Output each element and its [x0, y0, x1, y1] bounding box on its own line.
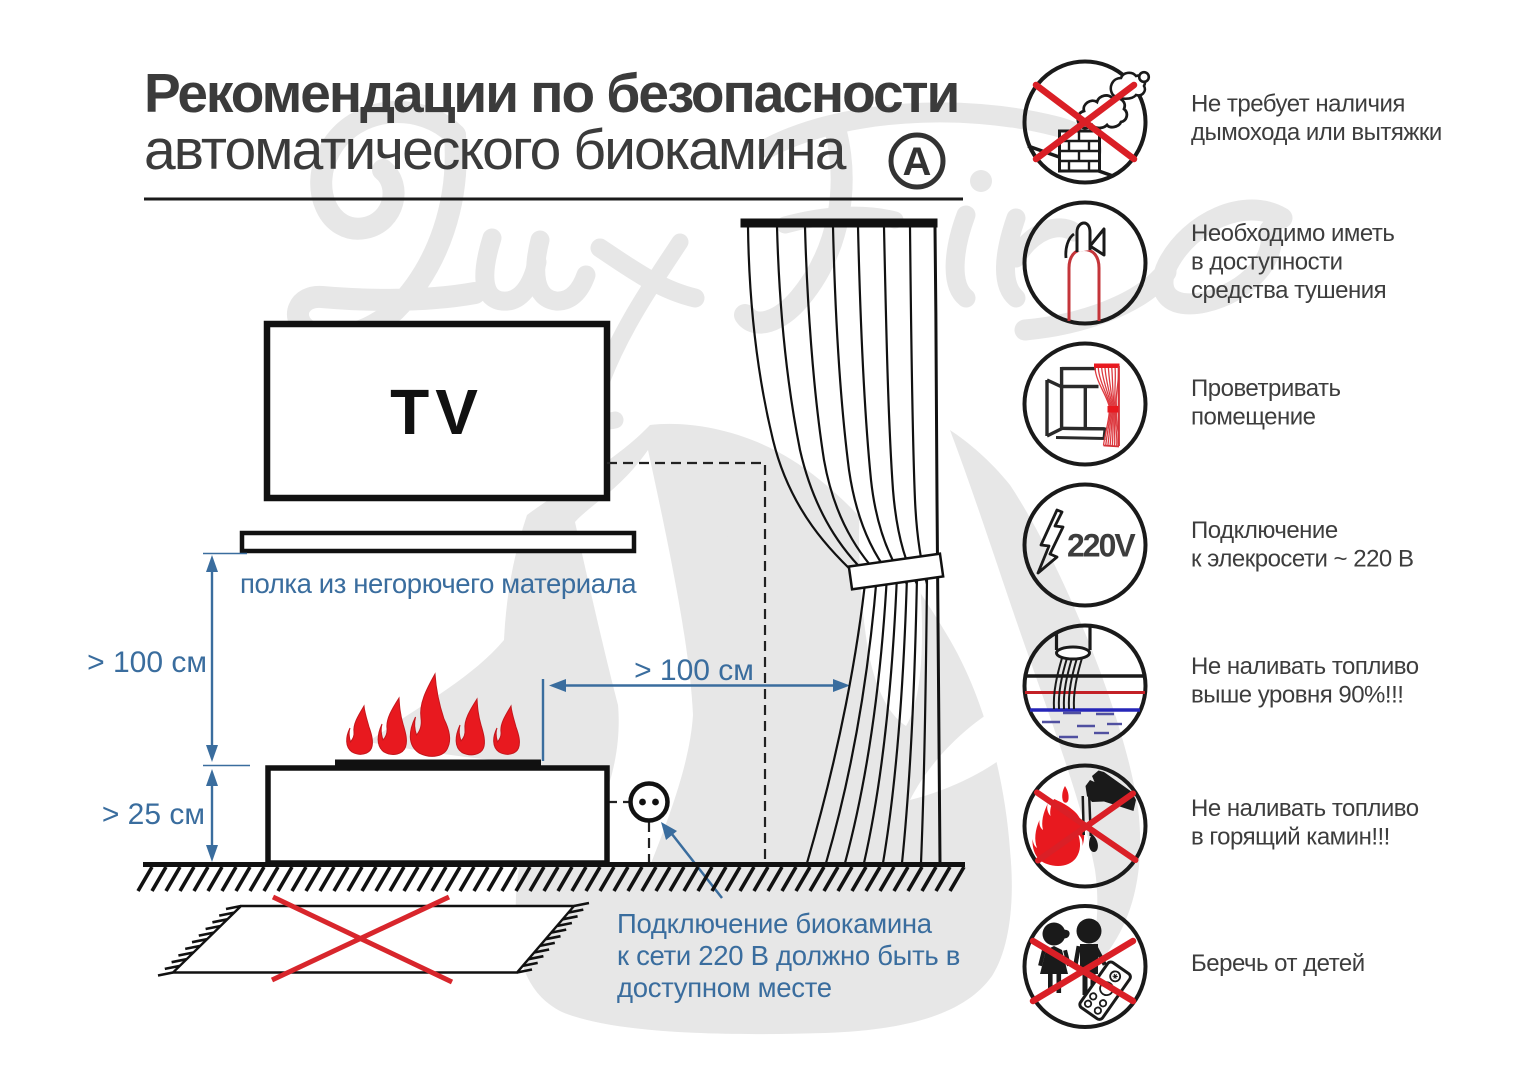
- svg-text:к элекросети ~ 220 В: к элекросети ~ 220 В: [1191, 546, 1413, 573]
- svg-text:Подключение биокамина: Подключение биокамина: [617, 908, 933, 939]
- svg-text:полка из негорючего материала: полка из негорючего материала: [240, 568, 637, 599]
- svg-text:в доступности: в доступности: [1191, 249, 1343, 276]
- svg-text:220V: 220V: [1067, 528, 1136, 564]
- svg-text:Беречь от детей: Беречь от детей: [1191, 950, 1365, 977]
- svg-text:выше уровня 90%!!!: выше уровня 90%!!!: [1191, 682, 1403, 709]
- svg-text:Не требует наличия: Не требует наличия: [1191, 91, 1405, 118]
- svg-text:в горящий камин!!!: в горящий камин!!!: [1191, 824, 1390, 851]
- svg-text:дымохода или вытяжки: дымохода или вытяжки: [1191, 119, 1442, 146]
- svg-text:TV: TV: [390, 376, 484, 448]
- svg-text:> 100 см: > 100 см: [87, 646, 207, 679]
- svg-text:Не наливать топливо: Не наливать топливо: [1191, 795, 1419, 822]
- svg-text:> 100 см: > 100 см: [634, 654, 754, 687]
- svg-text:доступном месте: доступном месте: [617, 972, 832, 1003]
- svg-text:> 25 см: > 25 см: [102, 798, 205, 831]
- svg-text:помещение: помещение: [1191, 404, 1316, 431]
- svg-text:Необходимо иметь: Необходимо иметь: [1191, 220, 1394, 247]
- svg-text:Подключение: Подключение: [1191, 517, 1338, 544]
- svg-text:к сети 220 В должно быть в: к сети 220 В должно быть в: [617, 940, 960, 971]
- svg-text:средства тушения: средства тушения: [1191, 277, 1386, 304]
- svg-text:Рекомендации по безопасности: Рекомендации по безопасности: [144, 62, 958, 124]
- svg-text:Проветривать: Проветривать: [1191, 375, 1341, 402]
- svg-text:Не наливать топливо: Не наливать топливо: [1191, 653, 1419, 680]
- svg-text:автоматического биокамина: автоматического биокамина: [144, 118, 847, 182]
- svg-text:A: A: [903, 140, 932, 184]
